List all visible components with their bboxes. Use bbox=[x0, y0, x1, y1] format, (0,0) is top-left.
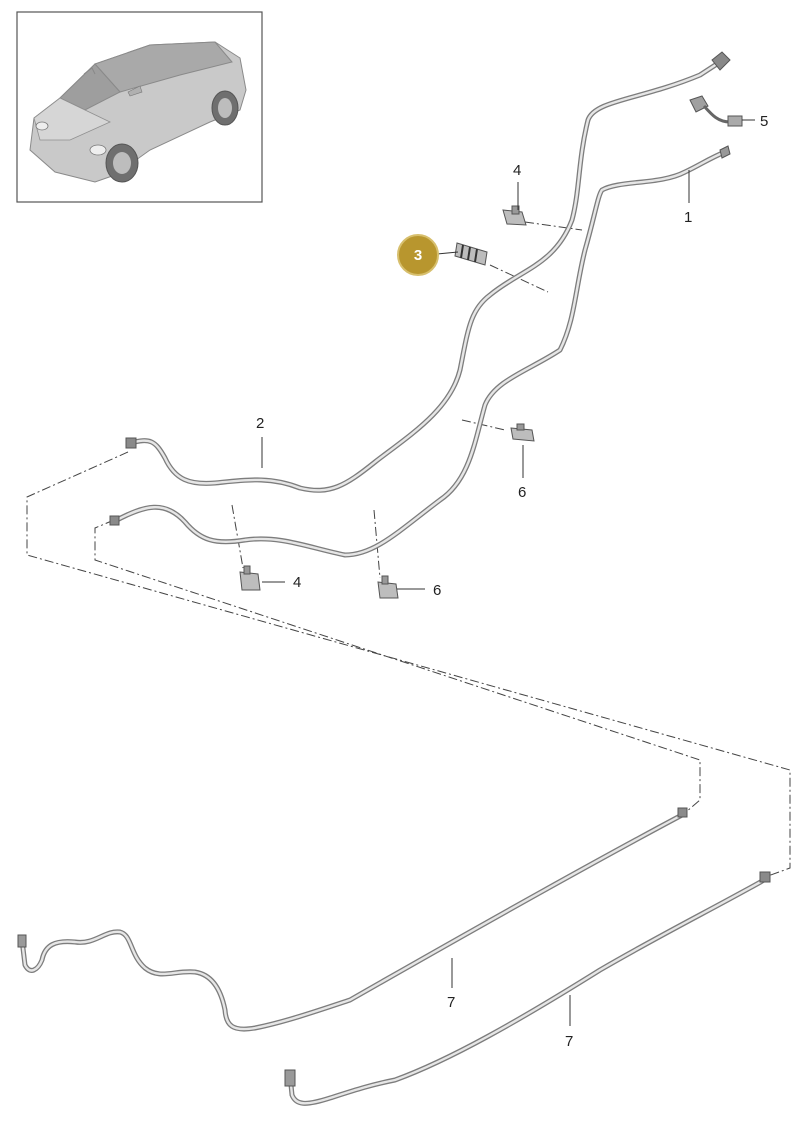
car-icon bbox=[29, 41, 247, 183]
pipe-2-end-fitting bbox=[125, 437, 137, 449]
pipe-1 bbox=[112, 149, 728, 558]
callout-6-bottom: 6 bbox=[433, 582, 441, 599]
pipe-2-connector bbox=[711, 51, 731, 71]
clip-part-3 bbox=[454, 242, 488, 266]
pipe-7-upper-start bbox=[17, 934, 27, 948]
pipe-7-upper-end bbox=[677, 807, 688, 818]
pipe-7-lower-end bbox=[759, 871, 771, 883]
callout-3-badge[interactable]: 3 bbox=[397, 234, 439, 276]
callout-3: 3 bbox=[414, 247, 422, 264]
clip-part-4-bottom bbox=[239, 565, 261, 591]
pipe-1-end-fitting bbox=[109, 515, 120, 526]
pipe-7-lower bbox=[287, 877, 767, 1106]
pipes bbox=[19, 59, 767, 1106]
callout-1: 1 bbox=[684, 209, 692, 226]
callouts: 1 2 3 4 4 5 6 6 7 7 bbox=[256, 113, 768, 1050]
clips bbox=[239, 205, 535, 599]
assembly-lines bbox=[26, 221, 791, 877]
pipe-2 bbox=[127, 59, 723, 493]
clip-part-4-top bbox=[502, 205, 527, 226]
clip-part-6-right bbox=[510, 423, 535, 442]
vehicle-thumbnail bbox=[16, 11, 263, 203]
callout-2: 2 bbox=[256, 415, 264, 432]
callout-4-bottom: 4 bbox=[293, 574, 301, 591]
callout-6-right: 6 bbox=[518, 484, 526, 501]
pipe-7-upper bbox=[19, 812, 685, 1032]
callout-4-top: 4 bbox=[513, 162, 521, 179]
leader-lines bbox=[261, 119, 755, 1026]
part-5-connector bbox=[689, 95, 743, 127]
callout-7-upper: 7 bbox=[447, 994, 455, 1011]
pipe-1-connector bbox=[719, 145, 731, 159]
clip-part-6-bottom bbox=[377, 575, 399, 599]
callout-7-lower: 7 bbox=[565, 1033, 573, 1050]
pipe-7-lower-start bbox=[284, 1069, 296, 1087]
callout-5: 5 bbox=[760, 113, 768, 130]
fittings bbox=[17, 51, 771, 1087]
